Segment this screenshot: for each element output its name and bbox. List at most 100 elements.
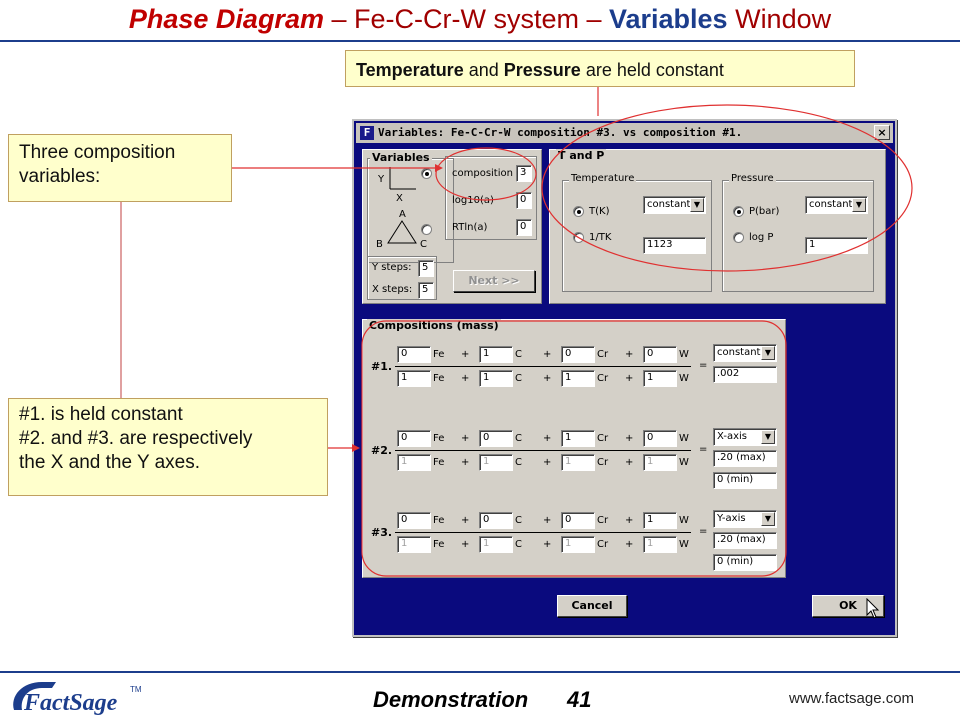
composition-num-field[interactable]: 1 [479,346,513,363]
ok-button[interactable]: OK [812,595,884,617]
chevron-down-icon[interactable]: ▼ [761,430,775,444]
plus-sign: + [543,373,552,384]
element-label: Fe [433,373,445,384]
equals-sign: = [699,360,708,371]
footer-rule [0,671,960,673]
logp-radio[interactable] [733,232,744,243]
plus-sign: + [461,457,470,468]
variables-dialog: F Variables: Fe-C-Cr-W composition #3. v… [352,119,897,637]
composition-mode-select[interactable]: X-axis▼ [713,428,777,446]
factsage-logo: FactSage TM [8,676,148,718]
composition-value-field[interactable]: .20 (max) [713,532,777,549]
composition-num-field[interactable]: 0 [397,512,431,529]
composition-den-field[interactable]: 1 [643,536,677,553]
composition-den-field[interactable]: 1 [397,454,431,471]
element-label: C [515,373,522,384]
composition-den-field[interactable]: 1 [479,536,513,553]
element-label: Cr [597,373,609,384]
composition-row-id: #2. [371,444,393,457]
close-icon[interactable]: × [874,125,890,140]
element-label: Cr [597,457,609,468]
composition-num-field[interactable]: 0 [479,430,513,447]
plus-sign: + [543,539,552,550]
plus-sign: + [461,349,470,360]
equals-sign: = [699,526,708,537]
composition-count-field[interactable]: 3 [516,165,532,182]
callout-vars-line1: Three composition [19,142,176,163]
pressure-mode-select[interactable]: constant ▼ [805,196,868,214]
chevron-down-icon[interactable]: ▼ [761,512,775,526]
composition-num-field[interactable]: 0 [561,512,595,529]
composition-den-field[interactable]: 1 [643,454,677,471]
axes-diagram-icon [387,167,417,244]
composition-den-field[interactable]: 1 [397,536,431,553]
composition-den-field[interactable]: 1 [479,370,513,387]
ternary-radio[interactable] [421,224,432,235]
callout-tp-text-constant: are held constant [580,60,724,80]
plus-sign: + [625,373,634,384]
composition-den-field[interactable]: 1 [643,370,677,387]
compositions-group-label: Compositions (mass) [367,319,501,332]
xy-axes-radio[interactable] [421,168,432,179]
plus-sign: + [625,539,634,550]
composition-value-field[interactable]: .20 (max) [713,450,777,467]
composition-row-id: #3. [371,526,393,539]
next-button[interactable]: Next >> [453,270,535,292]
composition-num-field[interactable]: 0 [397,430,431,447]
callout-composition-variables: Three composition variables: [8,134,232,202]
plus-sign: + [543,433,552,444]
composition-num-field[interactable]: 0 [479,512,513,529]
composition-den-field[interactable]: 1 [561,370,595,387]
chevron-down-icon[interactable]: ▼ [690,198,704,212]
composition-den-field[interactable]: 1 [561,454,595,471]
mouse-cursor-icon [866,598,880,619]
y-steps-field[interactable]: 5 [418,260,434,277]
plus-sign: + [461,373,470,384]
composition-num-field[interactable]: 1 [643,512,677,529]
pbar-radio[interactable] [733,206,744,217]
footer-url[interactable]: www.factsage.com [789,690,915,707]
element-label: Fe [433,457,445,468]
element-label: C [515,349,522,360]
composition-num-field[interactable]: 1 [561,430,595,447]
element-label: Cr [597,539,609,550]
axis-y-label: Y [378,174,385,185]
composition-mode-select[interactable]: constant▼ [713,344,777,362]
chevron-down-icon[interactable]: ▼ [852,198,866,212]
tk-radio[interactable] [573,206,584,217]
callout-comp-line1: #1. is held constant [19,404,183,425]
dialog-titlebar[interactable]: F Variables: Fe-C-Cr-W composition #3. v… [356,123,893,143]
composition-min-field[interactable]: 0 (min) [713,472,777,489]
cancel-button[interactable]: Cancel [557,595,627,617]
composition-num-field[interactable]: 0 [397,346,431,363]
rtlna-label: RTln(a) [452,222,488,233]
x-steps-field[interactable]: 5 [418,282,434,299]
axis-x-label: X [396,193,403,204]
composition-num-field[interactable]: 0 [643,346,677,363]
composition-den-field[interactable]: 1 [397,370,431,387]
footer-demonstration: Demonstration [373,687,529,712]
temperature-value-field[interactable]: 1123 [643,237,706,254]
temperature-mode-select[interactable]: constant ▼ [643,196,706,214]
title-window: Window [727,4,832,34]
variables-groupbox: Variables Y X A B C [367,151,454,263]
composition-label: composition [452,168,513,179]
pressure-label: Pressure [729,173,776,184]
chevron-down-icon[interactable]: ▼ [761,346,775,360]
element-label: Cr [597,349,609,360]
composition-min-field[interactable]: 0 (min) [713,554,777,571]
composition-den-field[interactable]: 1 [479,454,513,471]
fraction-line [395,366,691,367]
factsage-logo-mark: FactSage TM [13,682,142,716]
rtlna-field[interactable]: 0 [516,219,532,236]
log10a-field[interactable]: 0 [516,192,532,209]
composition-num-field[interactable]: 0 [561,346,595,363]
composition-value-field[interactable]: .002 [713,366,777,383]
one-over-tk-radio[interactable] [573,232,584,243]
composition-den-field[interactable]: 1 [561,536,595,553]
equals-sign: = [699,444,708,455]
t-and-p-panel: T and P Temperature T(K) 1/TK constant ▼… [549,149,886,304]
composition-num-field[interactable]: 0 [643,430,677,447]
composition-mode-select[interactable]: Y-axis▼ [713,510,777,528]
pressure-value-field[interactable]: 1 [805,237,868,254]
